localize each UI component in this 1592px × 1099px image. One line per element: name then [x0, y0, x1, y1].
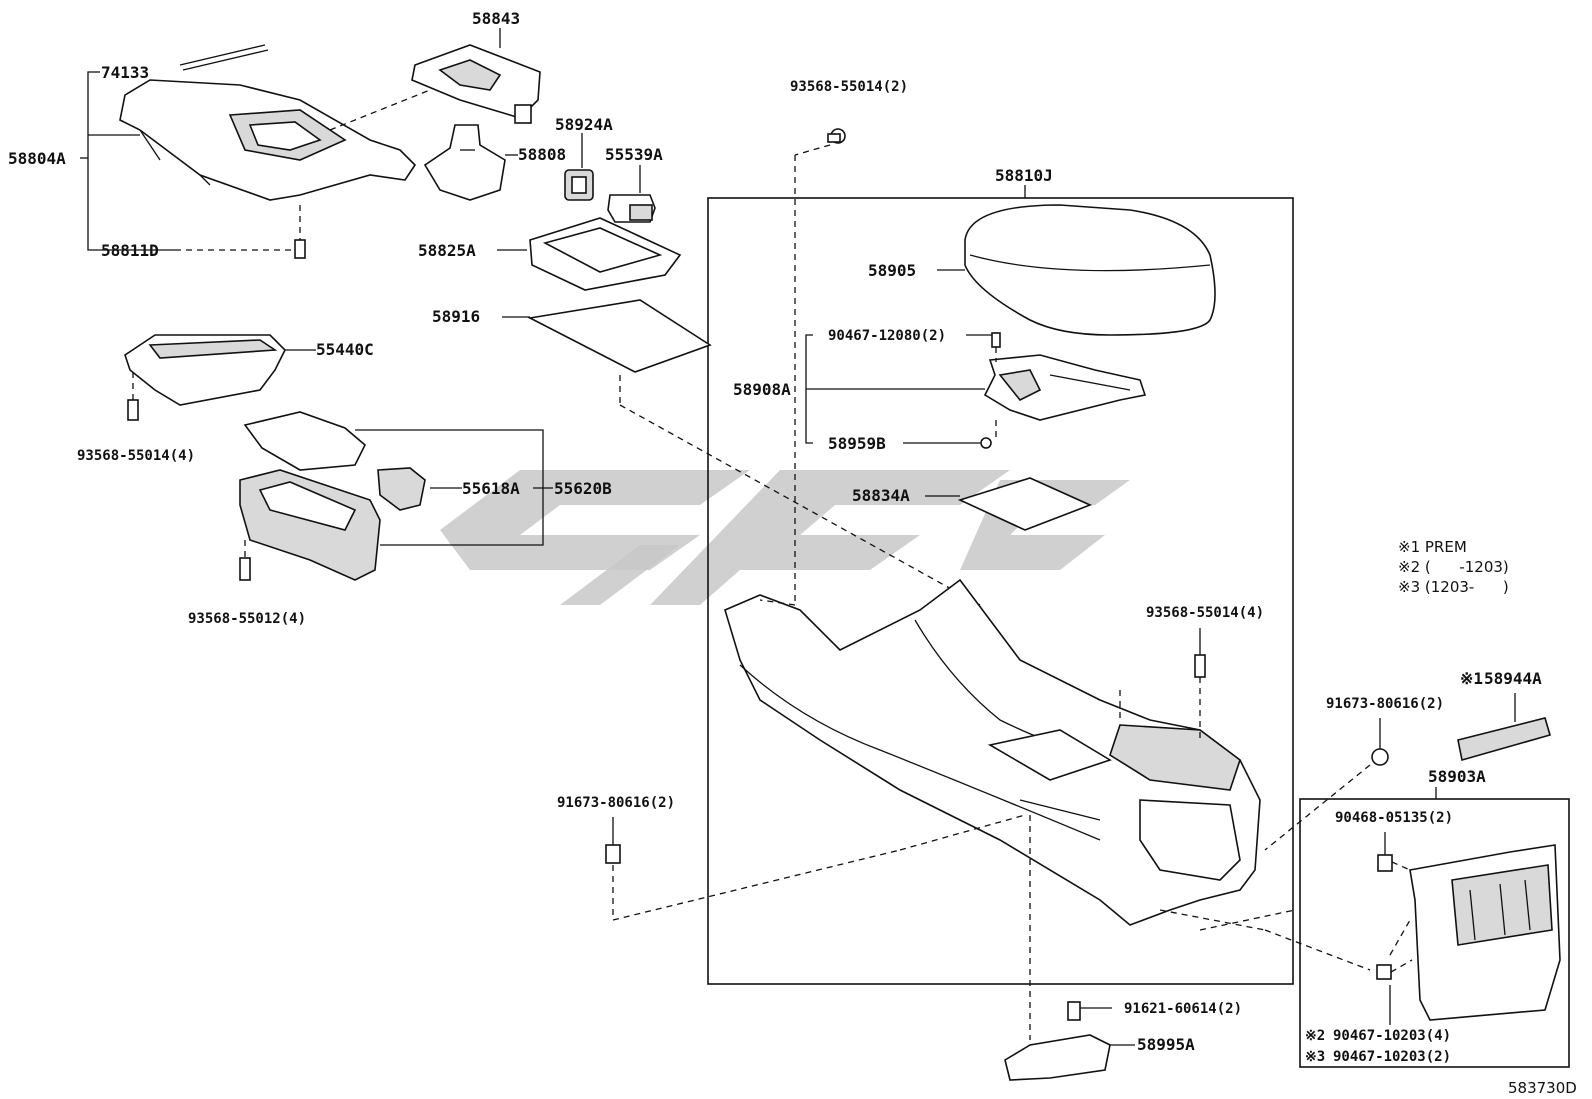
label-91673-80616-left: 91673-80616(2): [557, 795, 675, 811]
label-58908A: 58908A: [733, 380, 791, 399]
label-74133: 74133: [101, 63, 149, 82]
label-58905: 58905: [868, 261, 916, 280]
armrest-58905: [964, 204, 1216, 336]
label-58834A: 58834A: [852, 486, 910, 505]
shift-bezel-58843: [411, 44, 541, 124]
label-58843: 58843: [472, 9, 520, 28]
label-90468-05135: 90468-05135(2): [1335, 810, 1453, 826]
label-90467-10203-b: 90467-10203(2): [1333, 1049, 1451, 1065]
mat-58916: [527, 299, 712, 373]
label-58995A: 58995A: [1137, 1035, 1195, 1054]
label-93568-55014-2-top: 93568-55014(2): [790, 79, 908, 95]
label-93568-55014-4-left: 93568-55014(4): [77, 448, 195, 464]
note-2: ※2 ( -1203): [1398, 558, 1509, 576]
rear-vent-58903A: [1409, 844, 1561, 1021]
label-58959B: 58959B: [828, 434, 886, 453]
label-90467-10203-b-mark: ※3: [1305, 1049, 1325, 1065]
small-tray-58924A: [564, 169, 594, 201]
label-58804A: 58804A: [8, 149, 66, 168]
hinge-58908A: [983, 354, 1147, 421]
bracket-58995A: [1004, 1034, 1111, 1081]
label-91621-60614: 91621-60614(2): [1124, 1001, 1242, 1017]
label-58903A: 58903A: [1428, 767, 1486, 786]
label-58810J: 58810J: [995, 166, 1053, 185]
diagram-id: 583730D: [1508, 1079, 1577, 1097]
assembly-box-58903A: [1299, 798, 1570, 1068]
assembly-box-58810J: [707, 197, 1294, 985]
shift-boot-58808: [423, 124, 506, 201]
tray-58825A: [529, 217, 682, 291]
label-58916: 58916: [432, 307, 480, 326]
label-55440C: 55440C: [316, 340, 374, 359]
label-90467-10203-a: 90467-10203(4): [1333, 1028, 1451, 1044]
label-90467-12080: 90467-12080(2): [828, 328, 946, 344]
console-body: [724, 578, 1261, 926]
label-55618A: 55618A: [462, 479, 520, 498]
lid-58834A: [957, 477, 1093, 531]
cupholder-55618A: [239, 411, 426, 581]
label-58808: 58808: [518, 145, 566, 164]
note-3: ※3 (1203- ): [1398, 578, 1509, 596]
label-90467-10203-a-mark: ※2: [1305, 1028, 1325, 1044]
label-93568-55014-4-right: 93568-55014(4): [1146, 605, 1264, 621]
label-55539A: 55539A: [605, 145, 663, 164]
label-58825A: 58825A: [418, 241, 476, 260]
label-91673-80616-right: 91673-80616(2): [1326, 696, 1444, 712]
switch-55539A: [607, 194, 656, 223]
label-58924A: 58924A: [555, 115, 613, 134]
label-93568-55012: 93568-55012(4): [188, 611, 306, 627]
upper-panel-58804A: [119, 79, 417, 201]
trim-strip-58944A: [1457, 717, 1551, 762]
label-58944A: 58944A: [1484, 669, 1542, 688]
label-58944A-mark: ※1: [1460, 669, 1483, 688]
note-1: ※1 PREM: [1398, 538, 1467, 556]
ashtray-55440C: [124, 334, 286, 406]
label-58811D: 58811D: [101, 241, 159, 260]
label-55620B: 55620B: [554, 479, 612, 498]
